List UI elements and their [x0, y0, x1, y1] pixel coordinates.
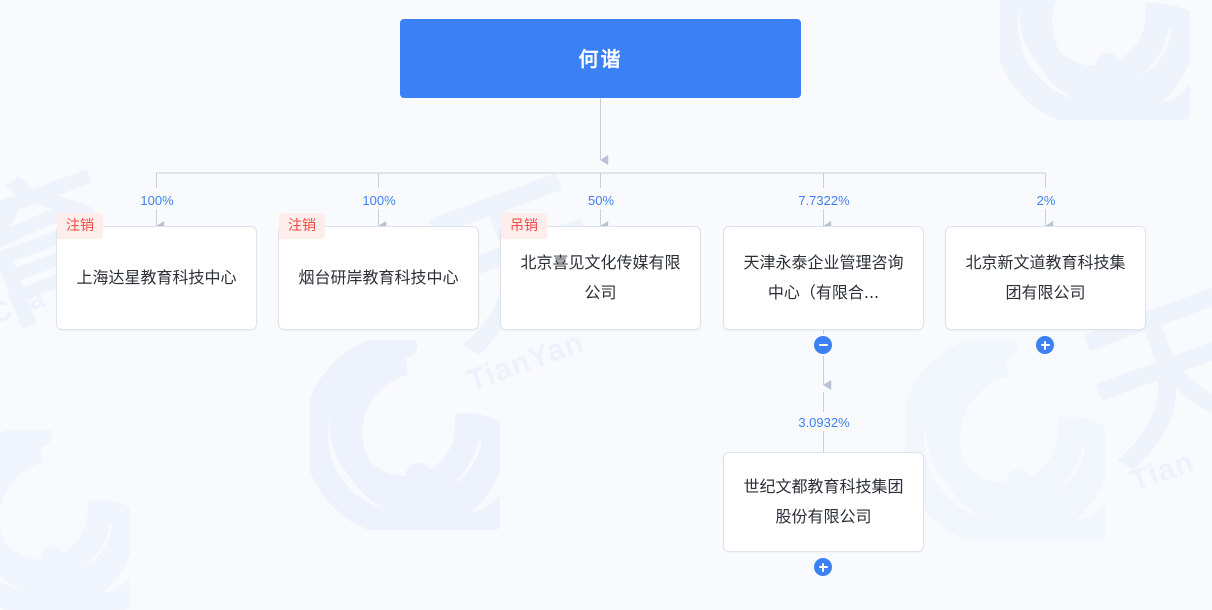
minus-icon[interactable] — [814, 336, 832, 354]
node-label: 北京新文道教育科技集团有限公司 — [965, 253, 1126, 302]
plus-bar-v — [1044, 340, 1046, 350]
watermark-swirl-bottomleft — [905, 340, 1105, 540]
node-label: 烟台研岸教育科技中心 — [298, 268, 459, 287]
minus-bar — [818, 344, 828, 346]
watermark-text-topleft: Cha — [0, 281, 50, 330]
status-badge: 吊销 — [501, 213, 547, 239]
watermark-swirl-topright — [1000, 0, 1190, 120]
edge-percent-label: 2% — [1031, 193, 1061, 209]
edge-percent-label: 50% — [582, 193, 620, 209]
tree-node-root[interactable]: 何谐 — [400, 19, 801, 98]
watermark-swirl-left — [0, 430, 130, 610]
node-label: 天津永泰企业管理咨询中心（有限合... — [743, 253, 904, 302]
watermark-swirl-center — [310, 340, 500, 530]
status-badge: 注销 — [279, 213, 325, 239]
status-badge: 注销 — [57, 213, 103, 239]
watermark-text-right: Tian — [1126, 444, 1199, 499]
node-label: 上海达星教育科技中心 — [76, 268, 237, 287]
plus-icon[interactable] — [814, 558, 832, 576]
tree-node-company[interactable]: 世纪文都教育科技集团股份有限公司 — [723, 452, 924, 552]
plus-icon[interactable] — [1036, 336, 1054, 354]
tree-node-company[interactable]: 北京新文道教育科技集团有限公司 — [945, 226, 1146, 330]
watermark-text-center: TianYan — [462, 325, 589, 398]
tree-node-company[interactable]: 注销 烟台研岸教育科技中心 — [278, 213, 479, 330]
edge-percent-label: 7.7322% — [793, 193, 855, 209]
node-label: 北京喜见文化传媒有限公司 — [520, 253, 681, 302]
edge-percent-label: 3.0932% — [793, 415, 855, 431]
tree-node-company[interactable]: 注销 上海达星教育科技中心 — [56, 213, 257, 330]
plus-bar-v — [822, 562, 824, 572]
node-label: 世纪文都教育科技集团股份有限公司 — [743, 477, 904, 526]
edge-percent-label: 100% — [357, 193, 401, 209]
edge-percent-label: 100% — [135, 193, 179, 209]
node-label: 何谐 — [578, 46, 623, 71]
tree-node-company[interactable]: 天津永泰企业管理咨询中心（有限合... — [723, 226, 924, 330]
tree-node-company[interactable]: 吊销 北京喜见文化传媒有限公司 — [500, 213, 701, 330]
